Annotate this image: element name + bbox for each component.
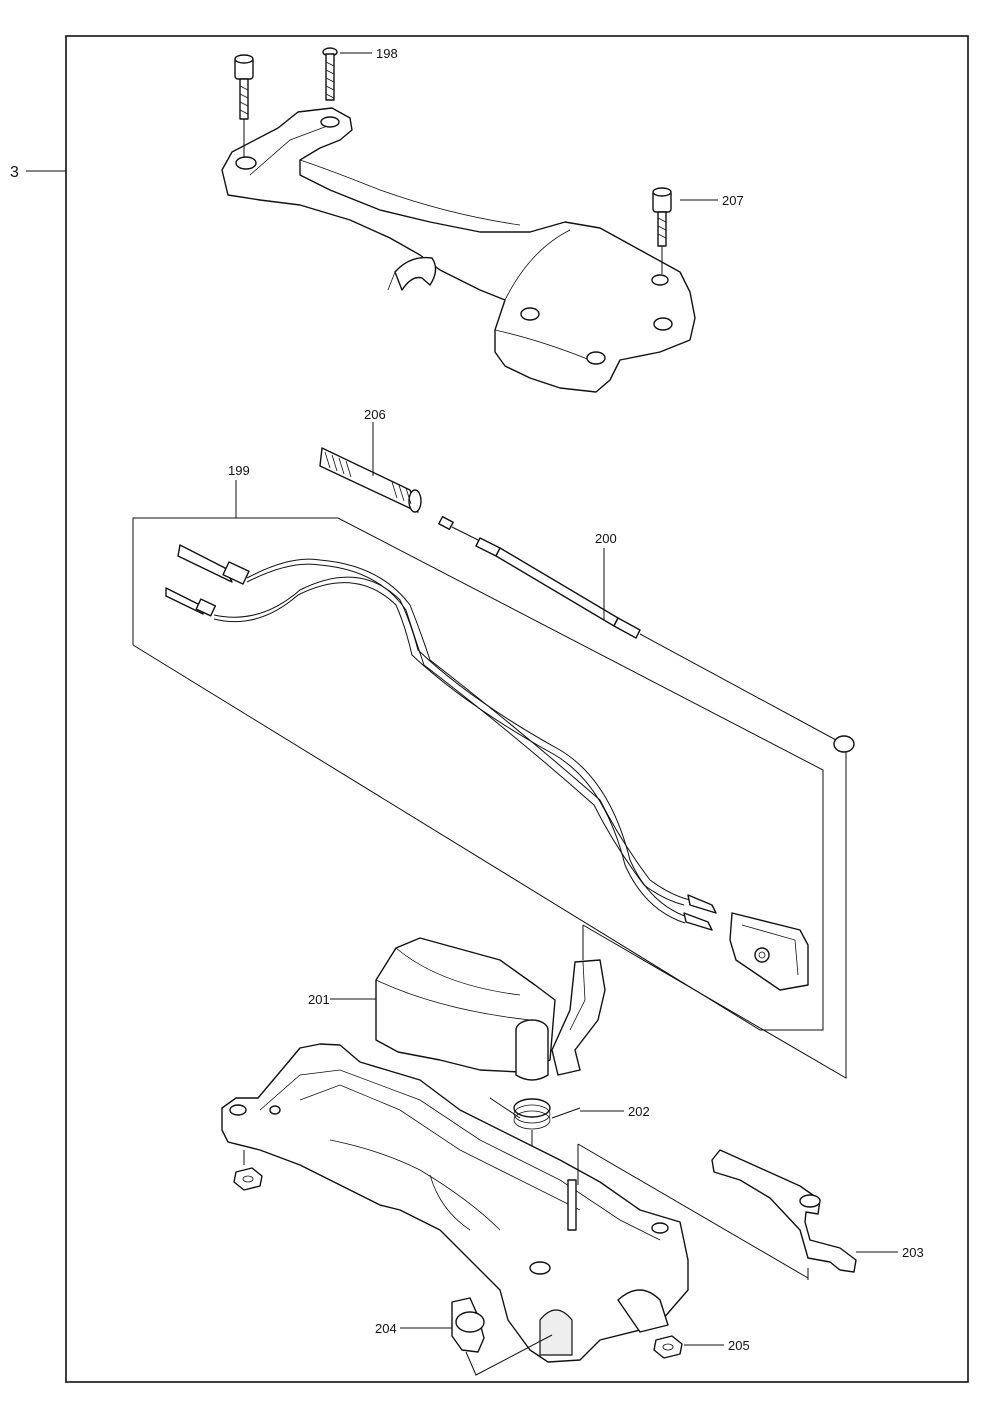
assembly-ref-3: 3: [10, 164, 66, 181]
callout-206: 206: [364, 407, 386, 422]
part-201-throttle-trigger: 201: [308, 925, 606, 1081]
hex-nut-left: [233, 1167, 263, 1191]
handle-upper-housing: [221, 107, 696, 393]
part-205-hex-nut: 205: [653, 1335, 750, 1359]
assembly-ref-label: 3: [10, 164, 19, 181]
part-198-screw: 198: [322, 46, 398, 101]
part-199-wiring-panel: 199: [132, 463, 824, 1031]
part-200-throttle-cable: 200: [438, 515, 855, 1079]
callout-201: 201: [308, 992, 330, 1007]
callout-202: 202: [628, 1104, 650, 1119]
callout-207: 207: [722, 193, 744, 208]
diagram-frame: [65, 35, 969, 1383]
callout-200: 200: [595, 531, 617, 546]
part-204-knob: 204: [375, 1297, 553, 1376]
part-207-screw: 207: [652, 187, 744, 274]
callout-198: 198: [376, 46, 398, 61]
handle-lower-housing: [221, 1043, 689, 1363]
part-206-threaded-rod: 206: [319, 407, 422, 513]
callout-199: 199: [228, 463, 250, 478]
callout-204: 204: [375, 1321, 397, 1336]
part-203-lock-lever: 203: [577, 1143, 924, 1280]
screw-left-top: [234, 54, 254, 158]
callout-205: 205: [728, 1338, 750, 1353]
callout-203: 203: [902, 1245, 924, 1260]
